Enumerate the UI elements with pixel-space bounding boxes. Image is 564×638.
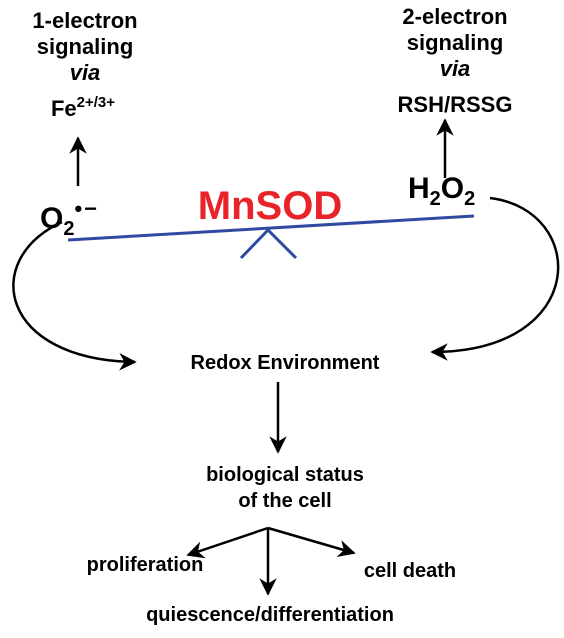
arrow-to-proliferation [186,526,269,559]
arrow-superoxide-to-environment [12,220,137,371]
enzyme-label: MnSOD [197,184,343,228]
iron-symbol: Fe [50,96,77,121]
peroxide-o-subscript: 2 [464,188,476,210]
balance-fulcrum [239,227,298,260]
status-line-1: biological status [206,464,364,486]
outcome-cell-death: cell death [363,560,457,582]
thiol-couple-label: RSH/RSSG [397,92,513,117]
superoxide-symbol: O [40,202,64,235]
left-line-2: signaling [36,34,134,59]
outcome-quiescence: quiescence/differentiation [146,604,394,626]
right-line-3: via [439,56,471,81]
biological-status-label: biological status of the cell [150,462,420,514]
status-line-2: of the cell [238,490,332,512]
superoxide-charge: •− [74,196,100,221]
outcome-proliferation: proliferation [86,554,204,576]
left-signaling-label: 1-electron signaling via [10,8,160,86]
redox-environment-label: Redox Environment [190,352,380,374]
iron-ion-label: Fe2+/3+ [28,94,138,122]
superoxide-label: O2•− [40,192,130,246]
peroxide-h-subscript: 2 [429,188,441,210]
arrow-to-cell-death [267,526,356,558]
iron-charge: 2+/3+ [76,94,116,111]
left-line-3: via [69,60,101,85]
arrow-peroxide-to-environment [430,196,560,361]
superoxide-subscript: 2 [63,218,75,240]
balance-beam [67,214,475,242]
left-line-1: 1-electron [32,8,138,33]
right-signaling-label: 2-electron signaling via [380,4,530,82]
peroxide-h: H [408,172,430,205]
peroxide-label: H2O2 [408,172,508,216]
peroxide-o: O [440,172,465,205]
right-line-1: 2-electron [402,4,508,29]
right-line-2: signaling [406,30,504,55]
